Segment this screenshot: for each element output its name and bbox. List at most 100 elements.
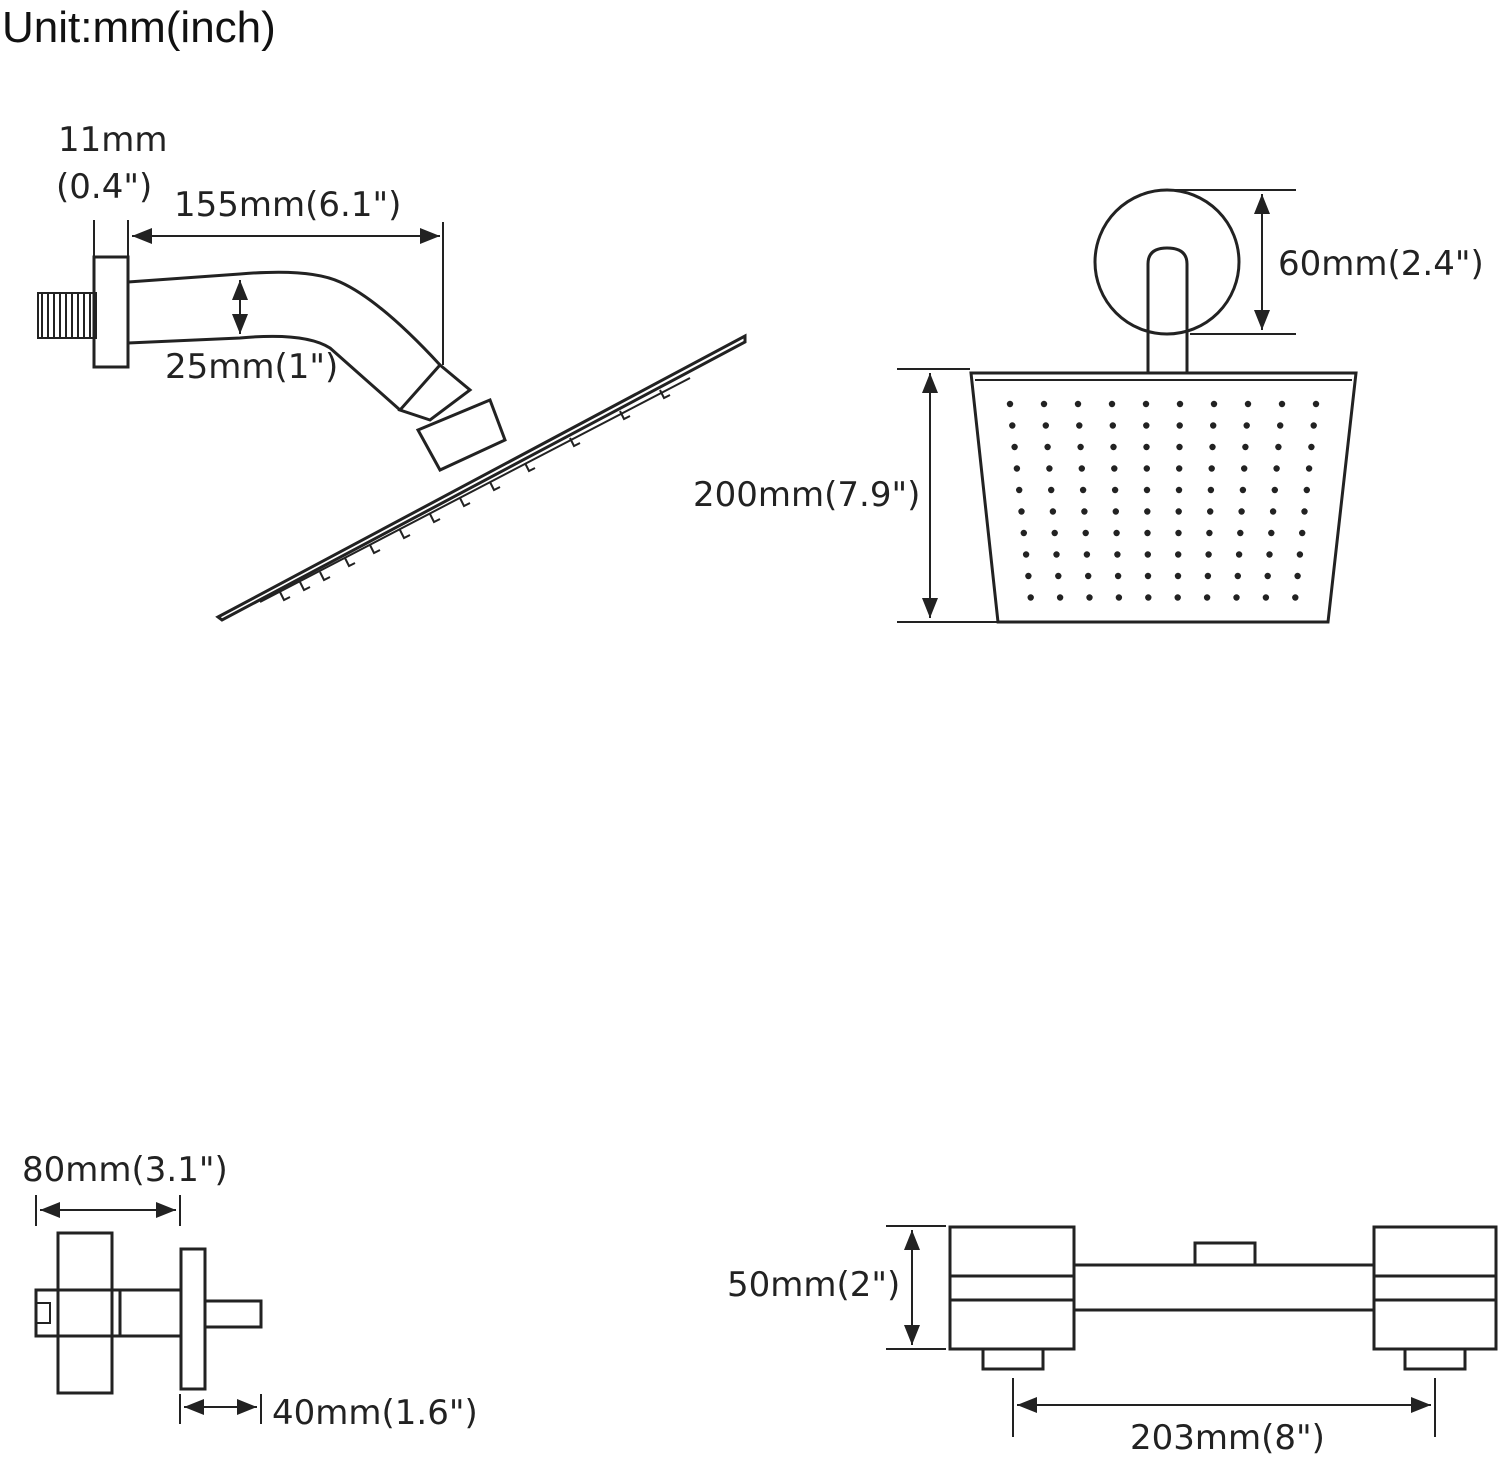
nozzle-dot xyxy=(1175,508,1182,515)
wall-flange-circle xyxy=(1093,188,1241,336)
nozzle-dot xyxy=(1027,594,1034,601)
nozzle-dot xyxy=(1113,529,1120,537)
nozzle-dot xyxy=(1238,508,1245,515)
nozzle-dot xyxy=(1142,400,1150,408)
nozzle-dot xyxy=(1176,422,1183,429)
nozzle-dot xyxy=(1108,400,1116,408)
nozzle-dot xyxy=(1301,508,1308,515)
nozzle-dot xyxy=(1239,486,1247,494)
nozzle-dot xyxy=(1143,486,1151,494)
shower-head-plate xyxy=(215,333,747,622)
nozzle-dot xyxy=(1076,422,1083,429)
nozzle-dot xyxy=(1175,486,1183,494)
head-height-label: 200mm(7.9") xyxy=(693,475,920,515)
valve-outlet-top xyxy=(1193,1241,1257,1267)
nozzles xyxy=(279,389,671,602)
nozzle-dot xyxy=(1081,508,1088,515)
nozzle-dot xyxy=(1308,443,1315,451)
handle-plate xyxy=(179,1247,207,1391)
handle-lever xyxy=(56,1231,114,1395)
handle-width-label: 80mm(3.1") xyxy=(22,1150,228,1190)
nozzle-dot xyxy=(1273,465,1280,472)
unit-label: Unit:mm(inch) xyxy=(2,3,276,52)
nozzle-dot xyxy=(1244,400,1252,408)
nozzle-dot xyxy=(1013,465,1021,472)
nozzle-dot xyxy=(1048,486,1055,494)
nozzle-dot xyxy=(1294,572,1301,580)
nozzle-dot xyxy=(1303,486,1311,494)
valve-left-block xyxy=(948,1225,1076,1351)
nozzle-dot xyxy=(1235,551,1243,558)
shower-head-face xyxy=(969,371,1358,624)
flange-height-label: 60mm(2.4") xyxy=(1278,244,1484,284)
nozzle-dot xyxy=(1114,551,1121,558)
nozzle-dot xyxy=(1305,465,1313,472)
nozzle-dot xyxy=(1042,422,1050,429)
nozzle-dot xyxy=(1176,465,1183,472)
nozzle-dot xyxy=(1237,529,1244,537)
nozzle-dot xyxy=(1312,400,1320,408)
valve-height-label: 50mm(2") xyxy=(727,1265,900,1305)
nozzle-dot xyxy=(1175,529,1182,537)
nozzle-dot xyxy=(1207,486,1215,494)
nozzle-dot xyxy=(1086,594,1093,601)
nozzle-dot xyxy=(1241,465,1248,472)
nozzle-dot xyxy=(1210,400,1218,408)
nozzle-dot xyxy=(1046,465,1053,472)
nozzle-dot xyxy=(1143,465,1151,472)
arm-nut xyxy=(397,362,473,422)
nozzle-dot xyxy=(1292,594,1299,601)
nozzle-dot xyxy=(1208,465,1215,472)
nozzle-dot xyxy=(1111,465,1118,472)
nozzle-dot xyxy=(1242,443,1249,451)
nozzle-dot xyxy=(1109,422,1117,429)
nozzle-dot xyxy=(1056,594,1064,601)
nozzle-dot xyxy=(1266,551,1273,558)
front-arm xyxy=(1146,246,1189,372)
nozzle-dot xyxy=(1268,529,1275,537)
nozzle-dot xyxy=(1277,422,1284,429)
nozzle-dot xyxy=(1051,529,1058,537)
valve-bar xyxy=(1072,1263,1376,1312)
nozzle-dot xyxy=(1209,443,1216,451)
nozzle-dot xyxy=(1053,551,1060,558)
nozzle-dot xyxy=(1018,508,1025,515)
nozzle-dot xyxy=(1144,551,1152,558)
nozzle-dot xyxy=(1234,572,1242,580)
nozzle-dot xyxy=(1278,400,1286,408)
nozzle-dot xyxy=(1275,443,1282,451)
nozzle-dot xyxy=(1082,529,1089,537)
nozzle-dot xyxy=(1205,551,1212,558)
nozzle-dot xyxy=(1009,422,1016,429)
nozzle-dot xyxy=(1174,572,1182,580)
nozzle-dot xyxy=(1233,594,1240,601)
nozzle-dot xyxy=(1145,594,1152,601)
wall-flange xyxy=(92,255,130,369)
nozzle-dot xyxy=(1020,529,1027,537)
nozzle-dot xyxy=(1022,551,1030,558)
nozzle-dot xyxy=(1144,572,1152,580)
nozzle-dot xyxy=(1204,572,1212,580)
nozzle-dot xyxy=(1112,508,1120,515)
nozzle-dot xyxy=(1011,443,1018,451)
nozzle-dot xyxy=(1203,594,1211,601)
nozzle-dot xyxy=(1206,529,1213,537)
nozzle-dot xyxy=(1243,422,1250,429)
nozzle-dot xyxy=(1083,551,1091,558)
nozzle-dot xyxy=(1079,486,1087,494)
nozzle-dot xyxy=(1110,443,1117,451)
nozzle-grid xyxy=(1006,400,1320,601)
ball-joint xyxy=(415,398,507,472)
handle-stem xyxy=(203,1299,263,1329)
nozzle-dot xyxy=(1077,443,1084,451)
front-view-drawing xyxy=(897,188,1358,624)
nozzle-dot xyxy=(1111,486,1119,494)
nozzle-dot xyxy=(1074,400,1082,408)
nozzle-dot xyxy=(1006,400,1014,408)
nozzle-dot xyxy=(1299,529,1306,537)
nozzle-dot xyxy=(1310,422,1317,429)
nozzle-dot xyxy=(1049,508,1057,515)
arm-wall-in-label: (0.4") xyxy=(56,167,152,207)
nozzle-dot xyxy=(1176,400,1184,408)
